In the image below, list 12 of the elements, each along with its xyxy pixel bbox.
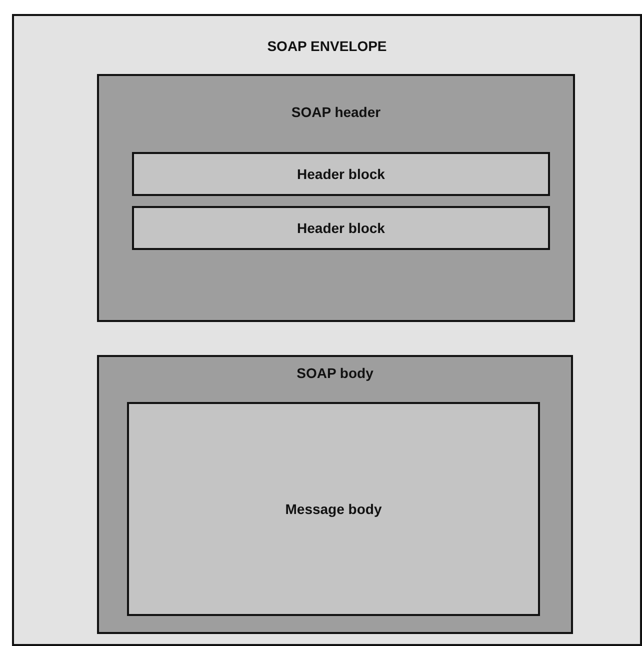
message-body-box [127,402,540,616]
box-label: Header block [297,166,385,182]
body-box [97,355,573,634]
box-title: SOAP ENVELOPE [267,38,387,54]
header-block-box [132,152,550,196]
envelope-box [12,14,642,646]
box-title: SOAP header [291,104,381,120]
box-label: Message body [285,501,382,517]
box-title: SOAP body [296,365,374,381]
header-box [97,74,575,322]
box-label: Header block [297,220,385,236]
header-block-box [132,206,550,250]
